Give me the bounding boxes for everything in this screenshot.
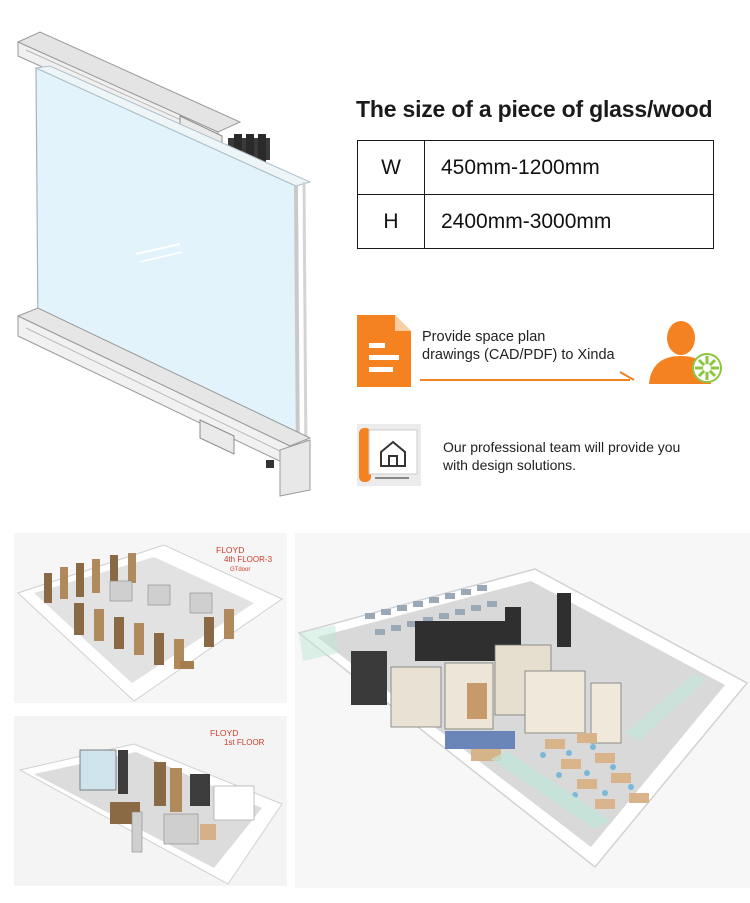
floor-name: 1st FLOOR	[224, 738, 265, 747]
step2-text: Our professional team will provide you w…	[443, 438, 680, 474]
width-value: 450mm-1200mm	[424, 140, 714, 195]
height-value: 2400mm-3000mm	[424, 194, 714, 249]
floor-rendering-4th: FLOYD 4th FLOOR-3 GTdoor	[14, 533, 287, 703]
table-row: W 450mm-1200mm	[357, 140, 714, 195]
height-label: H	[357, 194, 425, 249]
person-icon	[649, 321, 722, 384]
floor-label-4th: FLOYD 4th FLOOR-3 GTdoor	[216, 545, 272, 575]
size-title: The size of a piece of glass/wood	[356, 96, 713, 122]
arrow-right-icon	[420, 371, 635, 381]
office-layout-illustration	[297, 568, 749, 869]
step1-line2: drawings (CAD/PDF) to Xinda	[422, 347, 615, 363]
office-layout-illustration	[17, 544, 284, 702]
floor-label-1st: FLOYD 1st FLOOR	[210, 728, 264, 748]
office-layout-illustration	[18, 743, 283, 885]
document-icon	[357, 315, 411, 387]
architect-plan-icon	[357, 424, 421, 486]
size-table: W 450mm-1200mm H 2400mm-3000mm	[357, 140, 714, 249]
floor-sub: GTdoor	[230, 567, 251, 573]
brand-label: FLOYD	[216, 545, 245, 555]
step2-line2: with design solutions.	[443, 457, 577, 473]
step2-line1: Our professional team will provide you	[443, 439, 681, 455]
width-label: W	[357, 140, 425, 195]
office-3d-rendering	[295, 533, 750, 888]
step1-line1: Provide space plan	[422, 329, 546, 345]
floor-name: 4th FLOOR-3	[224, 555, 273, 564]
table-row: H 2400mm-3000mm	[357, 194, 714, 249]
brand-label: FLOYD	[210, 728, 239, 738]
step1-text: Provide space plan drawings (CAD/PDF) to…	[422, 328, 615, 364]
glass-panel-illustration	[16, 31, 312, 497]
floor-rendering-1st: FLOYD 1st FLOOR	[14, 716, 287, 886]
